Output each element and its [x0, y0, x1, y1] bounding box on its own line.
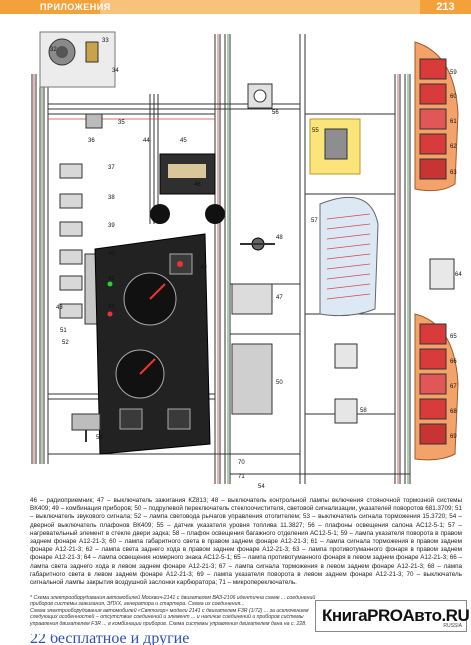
label-60: 60 [450, 94, 457, 100]
label-44: 44 [143, 138, 150, 144]
label-45: 45 [180, 138, 187, 144]
label-61: 61 [450, 119, 457, 125]
publisher-logo: КнигаPROАвто.RU RUSSIA [315, 600, 470, 632]
color-wires [33, 34, 399, 484]
fuel-sensor [309, 118, 361, 175]
logo-sub: RUSSIA [443, 623, 462, 629]
label-34: 34 [112, 68, 119, 74]
trunk-lamp [334, 343, 358, 424]
label-32: 32 [50, 47, 57, 53]
label-35: 35 [118, 120, 125, 126]
page-number: 213 [420, 0, 471, 14]
left-rear-lamp [414, 313, 459, 461]
label-42: 42 [108, 304, 115, 310]
label-39: 39 [108, 223, 115, 229]
wiper-motor [39, 31, 116, 88]
label-53: 53 [96, 435, 103, 441]
green-wires [41, 34, 409, 484]
heated-rear-glass [319, 196, 379, 317]
footer-strip: 22 бесплатное и другие [30, 634, 450, 645]
label-70: 70 [238, 460, 245, 466]
label-43: 43 [56, 305, 63, 311]
logo-brand: КнигаPROАвто.RU [322, 606, 470, 625]
label-55: 55 [312, 128, 319, 134]
label-48: 48 [276, 235, 283, 241]
label-36: 36 [88, 138, 95, 144]
footer-text: 22 бесплатное и другие [30, 634, 190, 645]
footnote: * Схема электрооборудования автомобилей … [30, 595, 316, 627]
label-71: 71 [238, 474, 245, 480]
label-63: 63 [450, 170, 457, 176]
label-38: 38 [108, 195, 115, 201]
label-56: 56 [272, 110, 279, 116]
label-49: 49 [200, 265, 207, 271]
instrument-cluster [94, 233, 211, 455]
license-plate-lamp [429, 258, 455, 290]
label-66: 66 [450, 359, 457, 365]
label-40: 40 [108, 251, 115, 257]
interior-lamp [247, 83, 273, 109]
label-62: 62 [450, 144, 457, 150]
label-46: 46 [194, 182, 201, 188]
label-69: 69 [450, 434, 457, 440]
label-51: 51 [60, 328, 67, 334]
label-65: 65 [450, 334, 457, 340]
label-50: 50 [276, 380, 283, 386]
label-37: 37 [108, 165, 115, 171]
wiring-diagram: 32 33 34 35 36 37 38 39 40 41 42 43 44 4… [31, 31, 462, 490]
label-68: 68 [450, 409, 457, 415]
label-54: 54 [258, 484, 265, 490]
label-59: 59 [450, 70, 457, 76]
header-tab [0, 0, 100, 14]
ignition-switch [231, 237, 275, 415]
header-bar [100, 0, 420, 14]
label-58: 58 [360, 408, 367, 414]
page-header: ПРИЛОЖЕНИЯ 213 [0, 0, 471, 14]
label-57: 57 [311, 218, 318, 224]
right-rear-lamp [414, 41, 459, 192]
label-47: 47 [276, 295, 283, 301]
radio-receiver [150, 153, 225, 224]
label-41: 41 [108, 276, 115, 282]
legend-caption: 46 – радиоприемник; 47 – выключатель заж… [30, 497, 462, 587]
label-33: 33 [102, 38, 109, 44]
label-64: 64 [455, 272, 462, 278]
label-52: 52 [62, 340, 69, 346]
component-labels: 32 33 34 35 36 37 38 39 40 41 42 43 44 4… [50, 38, 462, 490]
section-title: ПРИЛОЖЕНИЯ [40, 2, 111, 12]
label-67: 67 [450, 384, 457, 390]
brake-switch [71, 413, 101, 442]
